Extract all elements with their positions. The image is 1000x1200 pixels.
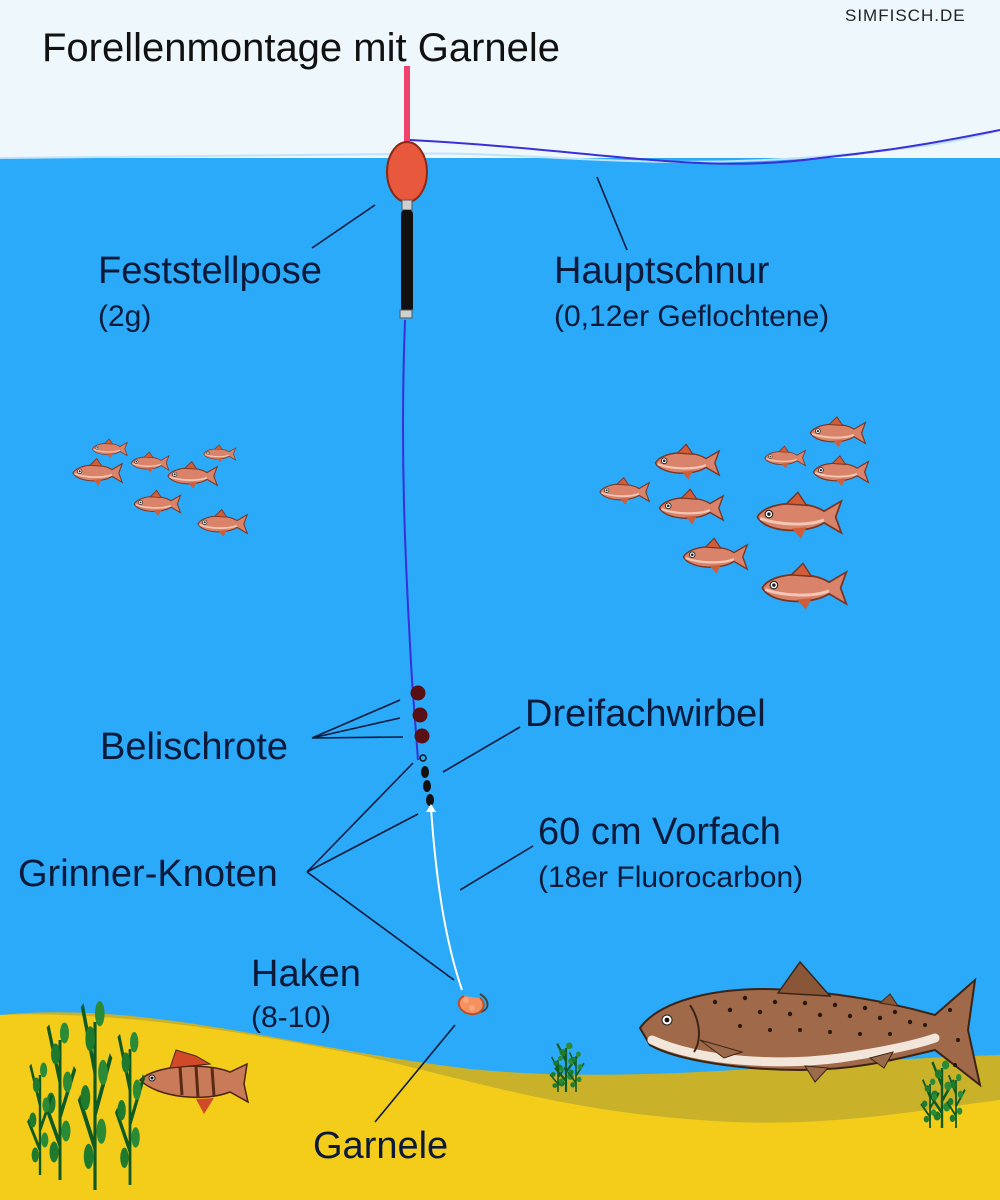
- split-shot: [412, 707, 428, 723]
- leader-line: [430, 807, 463, 991]
- label-float: Feststellpose: [98, 250, 322, 292]
- label-float-detail: (2g): [98, 300, 152, 333]
- trout: [638, 960, 982, 1088]
- main-line: [401, 319, 419, 761]
- pointer-knot: [306, 762, 455, 981]
- split-shot: [414, 728, 430, 744]
- label-leader: 60 cm Vorfach: [538, 811, 781, 853]
- water-surface: [0, 129, 1000, 163]
- perch: [138, 1049, 250, 1114]
- label-hook: Haken: [251, 953, 361, 995]
- water: [0, 158, 1000, 1200]
- pointer-mainline: [596, 176, 628, 251]
- float-ring: [401, 199, 413, 211]
- label-leader-detail: (18er Fluorocarbon): [538, 861, 804, 894]
- float-body: [386, 141, 428, 203]
- split-shot: [410, 685, 426, 701]
- three-way-swivel: [419, 754, 434, 806]
- label-shot: Belischrote: [100, 726, 288, 768]
- label-mainline-detail: (0,12er Geflochtene): [554, 300, 830, 333]
- sky: [0, 0, 1000, 170]
- float-stem-ring: [399, 309, 413, 319]
- label-mainline: Hauptschnur: [554, 250, 770, 292]
- label-bait: Garnele: [313, 1125, 449, 1167]
- riverbed-near: [0, 1014, 1000, 1200]
- site-brand: SIMFISCH.DE: [845, 6, 966, 25]
- shrimp-bait: [457, 993, 489, 1016]
- label-pointers: [306, 176, 628, 1123]
- float-antenna: [404, 66, 410, 148]
- pointer-shot: [311, 699, 404, 739]
- float-stem: [401, 210, 413, 312]
- label-swivel: Dreifachwirbel: [525, 693, 766, 735]
- pointer-swivel: [442, 726, 521, 773]
- main-line-surface: [409, 129, 1000, 165]
- pointer-leader: [459, 845, 534, 891]
- label-knot: Grinner-Knoten: [18, 853, 278, 895]
- diagram-title: Forellenmontage mit Garnele: [42, 26, 561, 70]
- label-hook-detail: (8-10): [251, 1001, 332, 1034]
- knot-marker: [426, 804, 436, 812]
- pointer-float: [311, 204, 376, 249]
- pointer-bait: [374, 1024, 456, 1123]
